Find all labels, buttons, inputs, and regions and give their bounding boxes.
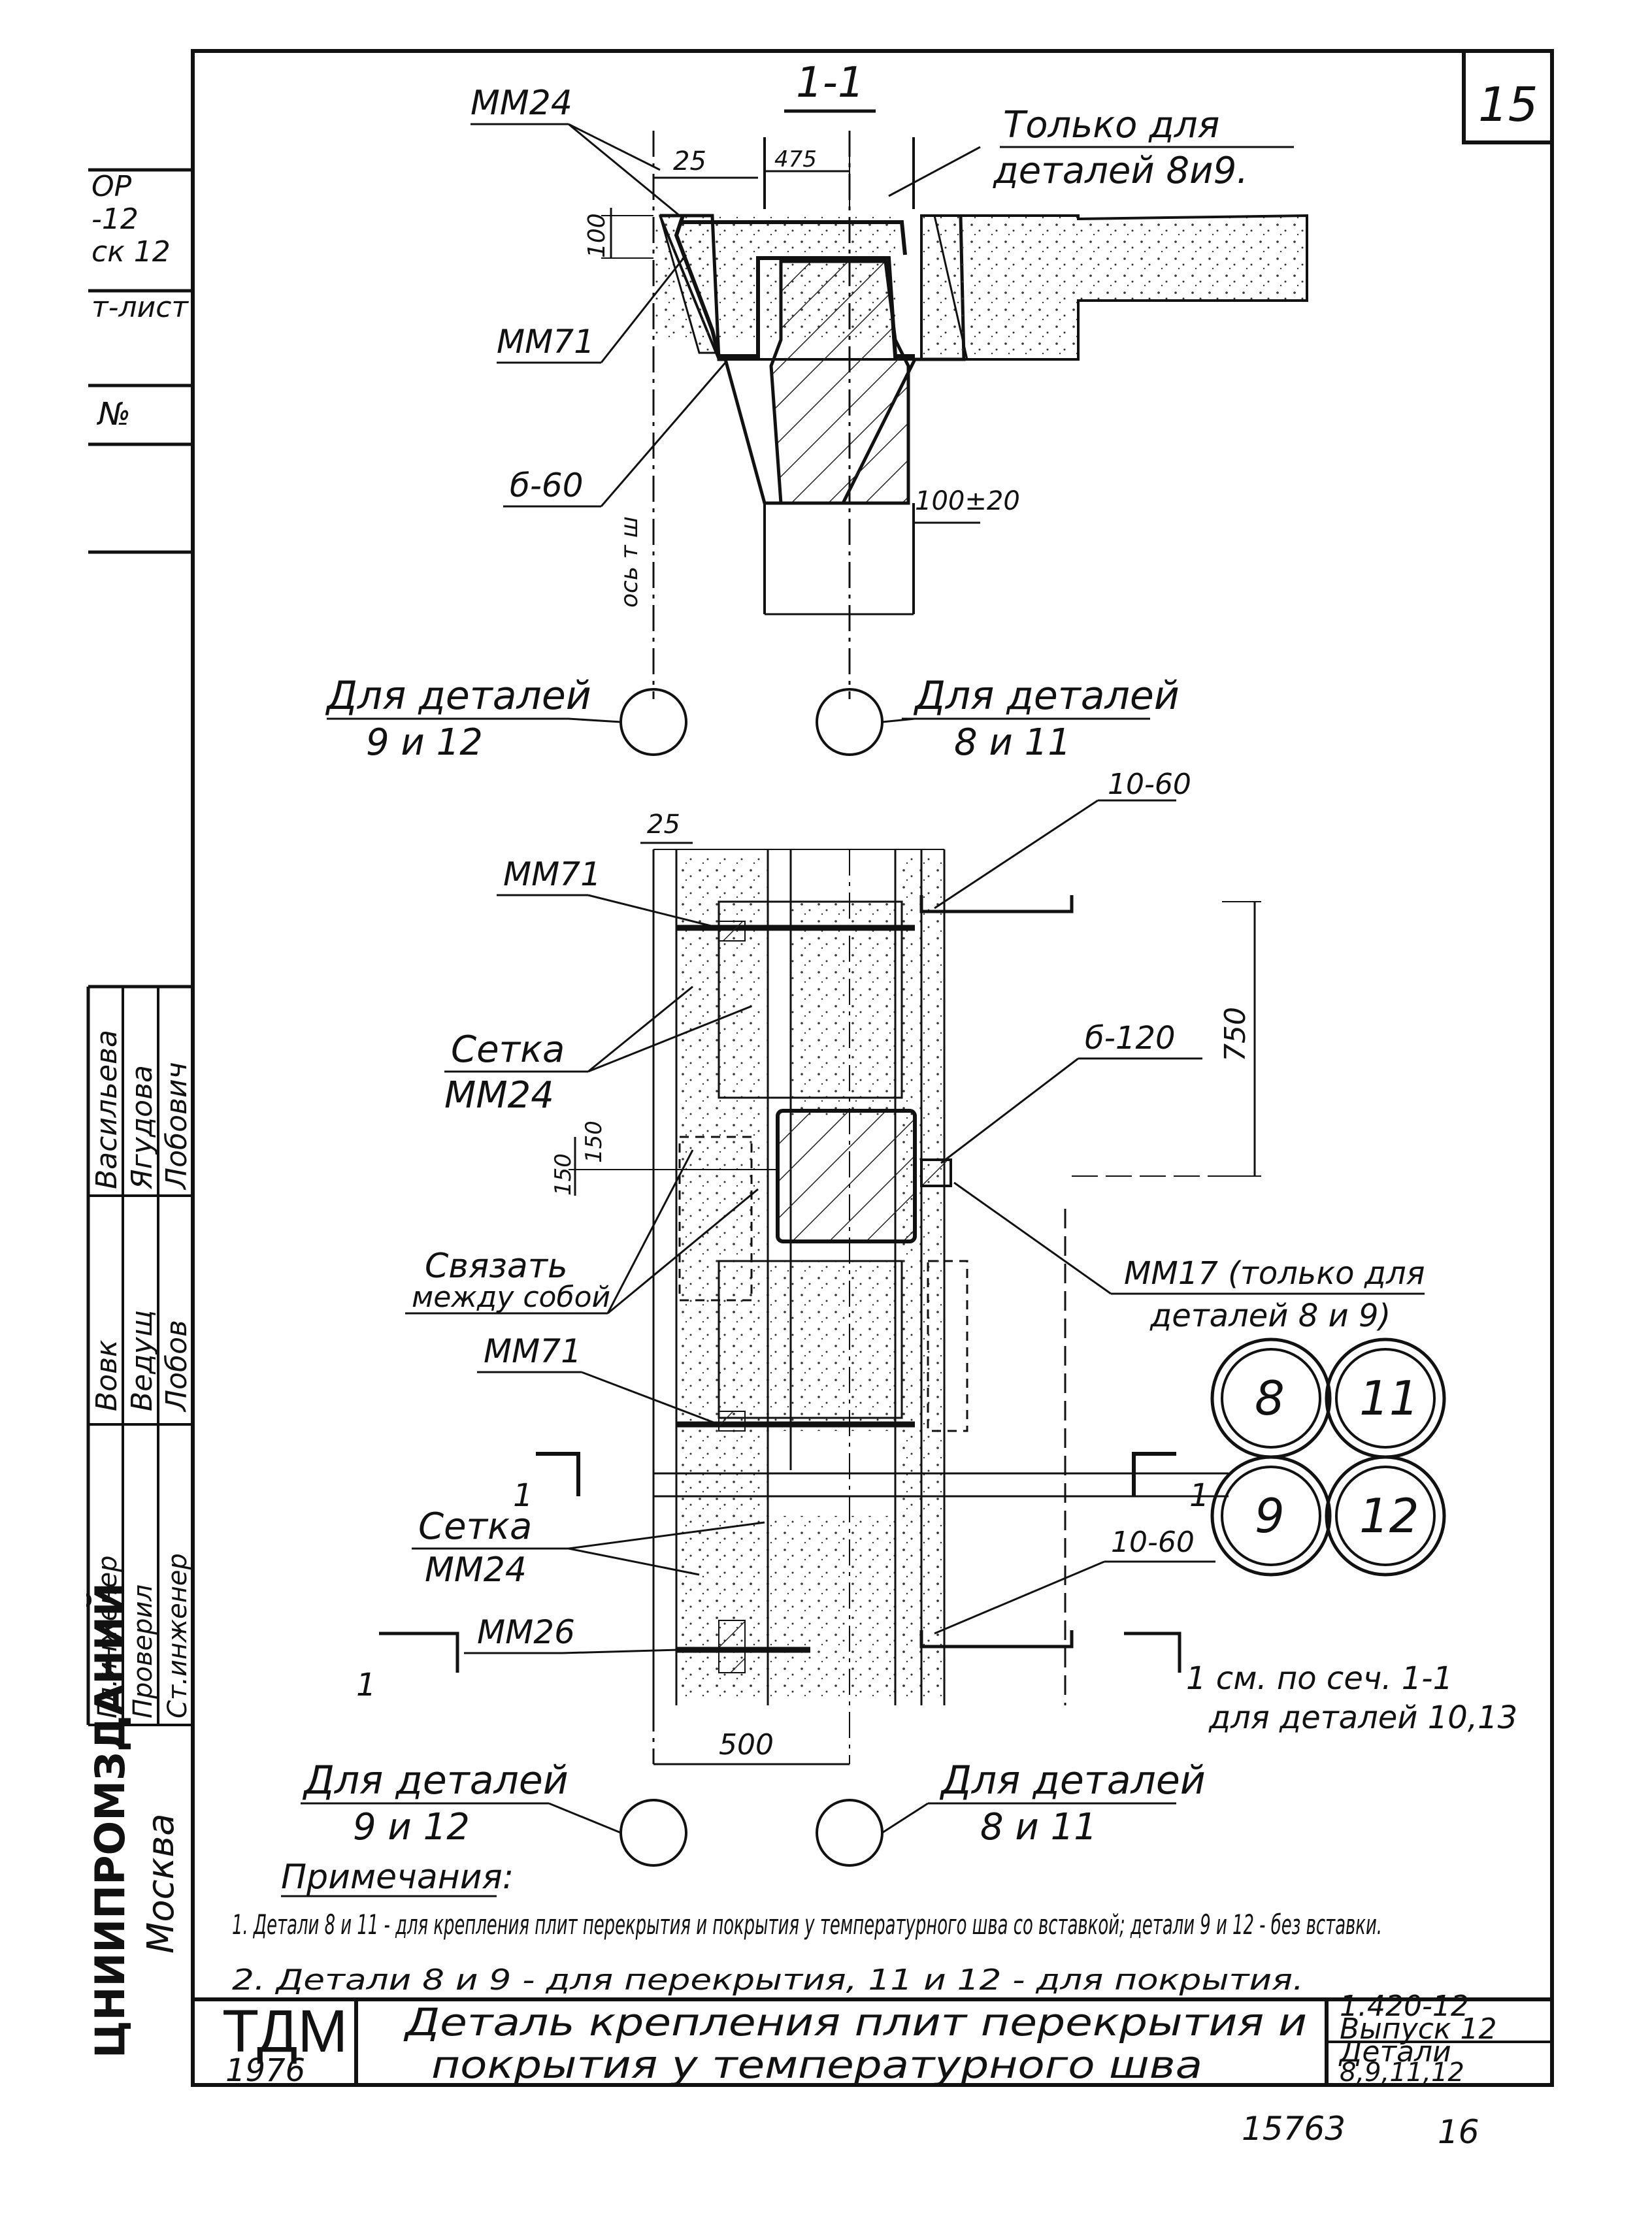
title-line-2: покрытия у температурного шва <box>431 2043 1202 2087</box>
label-mm24-section: ММ24 <box>471 84 572 123</box>
label-tie-2: между собой <box>412 1281 610 1314</box>
section-title: 1-1 <box>796 59 865 107</box>
page-number: 15 <box>1478 77 1538 132</box>
cut-label-left-bottom: 1 <box>356 1667 376 1703</box>
label-setka-bot-2: ММ24 <box>425 1551 527 1590</box>
label-10-60-top: 10-60 <box>1108 768 1191 801</box>
for-details-left-bottom-2: 9 и 12 <box>353 1806 470 1848</box>
dim-100-section: 100 <box>584 213 610 258</box>
label-setka-top-1: Сетка <box>451 1028 565 1071</box>
details-list: 8,9,11,12 <box>1340 2058 1464 2088</box>
detail-marker-11: 11 <box>1359 1371 1419 1426</box>
label-setka-bot-1: Сетка <box>418 1505 532 1548</box>
label-mm71-top: ММ71 <box>503 855 601 893</box>
label-tie-1: Связать <box>425 1247 568 1286</box>
signature-3: Лобов <box>160 1320 193 1413</box>
issue: Выпуск 12 <box>1340 2012 1496 2046</box>
label-b60: б-60 <box>510 467 584 504</box>
detail-marker-8: 8 <box>1255 1371 1285 1426</box>
side-stamp-fragment-5: № <box>96 396 131 433</box>
side-stamp-fragment-4: т-лист <box>91 291 189 324</box>
dim-500: 500 <box>719 1728 774 1762</box>
note-2: 2. Детали 8 и 9 - для перекрытия, 11 и 1… <box>232 1963 1304 1997</box>
side-stamp-fragment-1: ОР <box>91 170 132 203</box>
side-stamp-fragment-3: ск 12 <box>91 235 171 269</box>
dim-150-a: 150 <box>550 1153 576 1196</box>
detail-marker-12: 12 <box>1359 1488 1419 1543</box>
dim-475: 475 <box>774 146 817 172</box>
title-line-1: Деталь крепления плит перекрытия и <box>403 2000 1307 2044</box>
detail-marker-circle-left-bottom <box>620 1799 687 1867</box>
title-block: ТДМ 1976 Деталь крепления плит перекрыти… <box>193 1990 1552 2089</box>
dim-25-section: 25 <box>673 146 706 176</box>
detail-markers: 8 11 9 12 <box>1210 1337 1446 1577</box>
for-details-right-top-1: Для деталей <box>913 673 1180 719</box>
name-2: Ягудова <box>125 1065 159 1190</box>
cut-note-2: для деталей 10,13 <box>1208 1699 1517 1736</box>
for-details-left-top-2: 9 и 12 <box>366 721 483 764</box>
dim-25-plan: 25 <box>647 810 680 840</box>
stamp-number: 15763 <box>1242 2110 1346 2148</box>
label-10-60-bottom: 10-60 <box>1111 1526 1195 1559</box>
signature-1: Вовк <box>90 1339 124 1411</box>
label-only-for-2: деталей 8и9. <box>993 150 1248 192</box>
dim-150-b: 150 <box>581 1121 607 1163</box>
label-only-for-1: Только для <box>1003 104 1219 146</box>
logo: ТДМ <box>222 1998 348 2065</box>
name-1: Васильева <box>90 1030 124 1189</box>
sheet-frame <box>191 49 1554 2087</box>
details-label: Детали <box>1338 2035 1451 2069</box>
label-axis: ось т ш <box>616 516 643 608</box>
dim-100-20: 100±20 <box>915 486 1020 516</box>
year: 1976 <box>225 2052 305 2089</box>
for-details-left-top-1: Для деталей <box>325 673 591 719</box>
role-3: Ст.инженер <box>163 1553 193 1718</box>
organization-name: ЦНИИПРОМЗДАНИЙ <box>86 1583 134 2058</box>
page-number-box <box>1462 49 1554 144</box>
role-1: Гл.инженер <box>93 1555 123 1718</box>
for-details-right-bottom-1: Для деталей <box>939 1758 1206 1803</box>
cut-note-1: 1 см. по сеч. 1-1 <box>1186 1660 1453 1697</box>
section-1-1: 1-1 475 25 100 ММ24 <box>325 59 1308 764</box>
label-mm71-section: ММ71 <box>497 323 595 361</box>
label-b120: б-120 <box>1085 1020 1176 1057</box>
signature-2: Ведущ <box>125 1310 159 1411</box>
cut-label-right: 1 <box>1189 1477 1210 1514</box>
label-mm26: ММ26 <box>477 1613 575 1651</box>
side-stamp-fragment-2: -12 <box>91 203 139 236</box>
label-mm71-mid: ММ71 <box>484 1332 582 1370</box>
notes: Примечания: 1. Детали 8 и 11 - для крепл… <box>232 1858 1382 1997</box>
dim-750: 750 <box>1219 1007 1252 1062</box>
for-details-right-bottom-2: 8 и 11 <box>980 1806 1097 1848</box>
label-mm17-2: деталей 8 и 9) <box>1149 1298 1391 1334</box>
plan-view: 25 10-60 ММ71 Сетка ММ24 б-120 750 150 1… <box>301 768 1517 1867</box>
side-stamp: ОР -12 ск 12 т-лист № Гл.инженер Провери… <box>86 168 193 2058</box>
for-details-right-top-2: 8 и 11 <box>954 721 1071 764</box>
detail-marker-circle-right-bottom <box>816 1799 884 1867</box>
cut-label-left: 1 <box>513 1477 533 1514</box>
role-2: Проверил <box>128 1584 158 1718</box>
for-details-left-bottom-1: Для деталей <box>302 1758 569 1803</box>
organization-city: Москва <box>140 1813 182 1954</box>
notes-heading: Примечания: <box>281 1858 514 1897</box>
corner-number: 16 <box>1438 2113 1479 2151</box>
label-setka-top-2: ММ24 <box>444 1074 554 1117</box>
label-mm17-1: ММ17 (только для <box>1124 1255 1425 1292</box>
series-number: 1.420-12 <box>1340 1990 1469 2023</box>
name-3: Лобович <box>160 1062 193 1190</box>
detail-marker-9: 9 <box>1255 1488 1285 1543</box>
note-1: 1. Детали 8 и 11 - для крепления плит пе… <box>232 1909 1382 1941</box>
